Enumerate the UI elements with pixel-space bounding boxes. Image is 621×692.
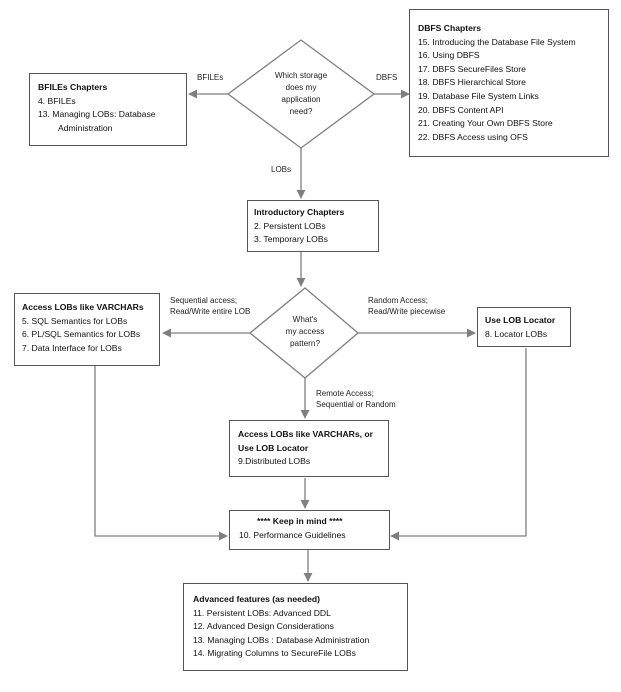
edge-label-lobs: LOBs bbox=[271, 165, 292, 174]
chapter-item: 14. Migrating Columns to SecureFile LOBs bbox=[193, 648, 356, 659]
chapter-item: 2. Persistent LOBs bbox=[254, 220, 326, 231]
storage-decision-line: application bbox=[281, 95, 321, 104]
edge-label-remote: Remote Access; Sequential or Random bbox=[316, 388, 396, 410]
chapter-item: 4. BFILEs bbox=[38, 95, 76, 106]
chapter-item: 11. Persistent LOBs: Advanced DDL bbox=[193, 607, 331, 618]
edge-label-line: Read/Write piecewise bbox=[368, 307, 446, 316]
arrow-varchar-to-mind bbox=[94, 358, 228, 541]
chapter-item: 5. SQL Semantics for LOBs bbox=[22, 315, 128, 326]
introductory-chapters-box: Introductory Chapters 2. Persistent LOBs… bbox=[247, 200, 379, 252]
chapter-item: 8. Locator LOBs bbox=[485, 328, 548, 339]
chapter-item: 17. DBFS SecureFiles Store bbox=[418, 63, 526, 74]
box-title: **** Keep in mind **** bbox=[257, 516, 343, 526]
chapter-item: 9.Distributed LOBs bbox=[238, 456, 311, 467]
pattern-decision-line: my access bbox=[285, 327, 325, 336]
chapter-item: 19. Database File System Links bbox=[418, 90, 539, 101]
chapter-item: 18. DBFS Hierarchical Store bbox=[418, 77, 526, 88]
dbfs-chapters-box: DBFS Chapters 15. Introducing the Databa… bbox=[409, 9, 609, 157]
keep-in-mind-box: **** Keep in mind **** 10. Performance G… bbox=[229, 510, 390, 550]
chapter-item: 15. Introducing the Database File System bbox=[418, 36, 576, 47]
pattern-decision-line: What's bbox=[292, 315, 318, 324]
edge-label-dbfs: DBFS bbox=[376, 73, 398, 82]
edge-label-random: Random Access; Read/Write piecewise bbox=[368, 295, 445, 317]
pattern-decision-line: pattern? bbox=[289, 339, 321, 348]
distributed-lobs-box: Access LOBs like VARCHARs, or Use LOB Lo… bbox=[229, 420, 389, 477]
edge-label-bfiles: BFILEs bbox=[197, 73, 224, 82]
edge-label-line: Random Access; bbox=[368, 296, 429, 305]
advanced-features-box: Advanced features (as needed) 11. Persis… bbox=[183, 583, 408, 671]
storage-decision-text: Which storage does my application need? bbox=[258, 70, 344, 118]
edge-label-sequential: Sequential access; Read/Write entire LOB bbox=[170, 295, 250, 317]
chapter-item: 7. Data Interface for LOBs bbox=[22, 342, 122, 353]
edge-label-line: Read/Write entire LOB bbox=[170, 307, 251, 316]
box-title: DBFS Chapters bbox=[418, 23, 482, 33]
edge-label-line: Sequential or Random bbox=[316, 400, 396, 409]
storage-decision-line: need? bbox=[289, 107, 313, 116]
chapter-item: 3. Temporary LOBs bbox=[254, 234, 328, 245]
chapter-item: 13. Managing LOBs : Database Administrat… bbox=[193, 634, 370, 645]
box-title: Use LOB Locator bbox=[485, 315, 556, 325]
box-title: Advanced features (as needed) bbox=[193, 594, 321, 604]
chapter-item: 16. Using DBFS bbox=[418, 50, 480, 61]
chapter-item: 13. Managing LOBs: Database Administrati… bbox=[38, 109, 156, 133]
bfiles-chapters-box: BFILEs Chapters 4. BFILEs 13. Managing L… bbox=[29, 73, 187, 146]
chapter-item: 6. PL/SQL Semantics for LOBs bbox=[22, 329, 141, 340]
pattern-decision-text: What's my access pattern? bbox=[277, 314, 333, 350]
chapter-item: 20. DBFS Content API bbox=[418, 104, 504, 115]
edge-label-line: Sequential access; bbox=[170, 296, 238, 305]
chapter-item: 12. Advanced Design Considerations bbox=[193, 621, 334, 632]
box-title: Introductory Chapters bbox=[254, 207, 345, 217]
box-title: Access LOBs like VARCHARs, or bbox=[238, 429, 373, 439]
use-lob-locator-box: Use LOB Locator 8. Locator LOBs bbox=[477, 307, 571, 347]
edge-label-line: Remote Access; bbox=[316, 389, 374, 398]
storage-decision-line: Which storage bbox=[274, 71, 328, 80]
chapter-item: 10. Performance Guidelines bbox=[239, 529, 346, 540]
arrow-locator-to-mind bbox=[390, 348, 527, 541]
box-title: Access LOBs like VARCHARs bbox=[22, 302, 144, 312]
box-title: Use LOB Locator bbox=[238, 442, 309, 453]
chapter-item: 21. Creating Your Own DBFS Store bbox=[418, 118, 553, 129]
access-varchars-box: Access LOBs like VARCHARs 5. SQL Semanti… bbox=[14, 293, 160, 366]
storage-decision-line: does my bbox=[285, 83, 317, 92]
box-title: BFILEs Chapters bbox=[38, 82, 108, 92]
chapter-item: 22. DBFS Access using OFS bbox=[418, 131, 528, 142]
